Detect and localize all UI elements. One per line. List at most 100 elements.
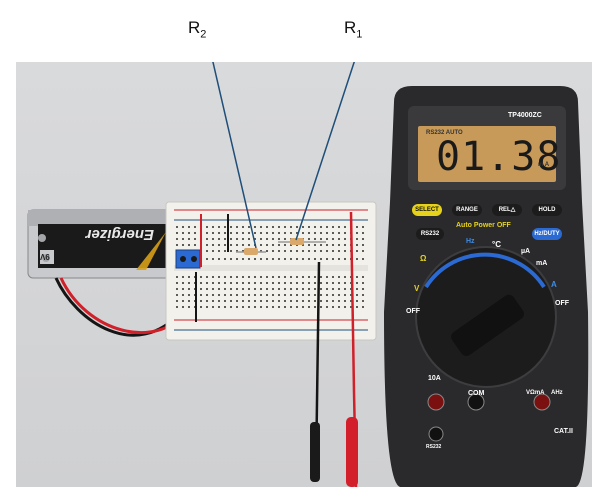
auto-power-off-label: Auto Power OFF (456, 222, 511, 229)
breadboard-hole (320, 250, 322, 252)
jack-vohm-label: VΩmA (526, 390, 545, 396)
breadboard-hole (188, 232, 190, 234)
breadboard-hole (284, 244, 286, 246)
breadboard-hole (242, 250, 244, 252)
breadboard-hole (218, 306, 220, 308)
breadboard-hole (182, 244, 184, 246)
breadboard-hole (254, 238, 256, 240)
breadboard-hole (224, 232, 226, 234)
breadboard-hole (320, 238, 322, 240)
breadboard-hole (176, 238, 178, 240)
breadboard-hole (182, 294, 184, 296)
breadboard-hole (326, 288, 328, 290)
range-button[interactable]: RANGE (452, 204, 482, 216)
breadboard-hole (332, 238, 334, 240)
breadboard-hole (182, 300, 184, 302)
dial-a-label: A (551, 280, 557, 289)
breadboard-hole (248, 300, 250, 302)
breadboard-hole (242, 276, 244, 278)
breadboard-hole (182, 288, 184, 290)
model-label: TP4000ZC (508, 112, 542, 119)
breadboard-hole (218, 282, 220, 284)
breadboard-hole (236, 282, 238, 284)
breadboard-hole (260, 226, 262, 228)
breadboard-hole (230, 276, 232, 278)
breadboard-hole (356, 238, 358, 240)
breadboard-hole (266, 300, 268, 302)
breadboard-hole (284, 238, 286, 240)
breadboard-hole (242, 258, 244, 260)
breadboard-hole (332, 258, 334, 260)
breadboard-hole (236, 244, 238, 246)
breadboard-hole (320, 276, 322, 278)
breadboard-hole (242, 306, 244, 308)
hz-duty-button[interactable]: Hz/DUTY (532, 228, 562, 240)
breadboard-hole (278, 282, 280, 284)
breadboard-hole (206, 294, 208, 296)
breadboard-hole (338, 232, 340, 234)
breadboard-hole (296, 306, 298, 308)
breadboard-hole (302, 276, 304, 278)
breadboard-hole (200, 276, 202, 278)
breadboard-hole (242, 288, 244, 290)
breadboard-hole (218, 300, 220, 302)
breadboard-hole (272, 238, 274, 240)
breadboard-hole (320, 306, 322, 308)
breadboard-hole (320, 258, 322, 260)
breadboard-hole (284, 258, 286, 260)
breadboard-hole (326, 226, 328, 228)
breadboard-hole (314, 238, 316, 240)
breadboard-hole (284, 294, 286, 296)
breadboard-hole (212, 232, 214, 234)
breadboard-hole (212, 306, 214, 308)
breadboard-hole (236, 306, 238, 308)
breadboard-hole (302, 226, 304, 228)
rs232-button[interactable]: RS232 (416, 228, 444, 240)
breadboard-hole (254, 306, 256, 308)
breadboard-hole (212, 258, 214, 260)
hold-button[interactable]: HOLD (532, 204, 562, 216)
breadboard-hole (344, 258, 346, 260)
breadboard-hole (296, 294, 298, 296)
breadboard-hole (200, 300, 202, 302)
breadboard-hole (194, 232, 196, 234)
breadboard-hole (188, 288, 190, 290)
breadboard-hole (236, 232, 238, 234)
breadboard-hole (206, 276, 208, 278)
jack-com-label: COM (468, 390, 485, 397)
breadboard-hole (230, 258, 232, 260)
breadboard-hole (320, 288, 322, 290)
breadboard-hole (230, 238, 232, 240)
breadboard-hole (224, 258, 226, 260)
breadboard-hole (302, 244, 304, 246)
dial-degc-label: °C (492, 240, 501, 249)
breadboard-hole (356, 250, 358, 252)
breadboard-hole (356, 294, 358, 296)
breadboard-hole (308, 244, 310, 246)
breadboard-hole (194, 244, 196, 246)
breadboard-hole (338, 282, 340, 284)
breadboard-hole (272, 250, 274, 252)
breadboard-hole (266, 306, 268, 308)
breadboard-hole (344, 276, 346, 278)
breadboard-hole (344, 232, 346, 234)
dial-off-right-label: OFF (555, 300, 569, 307)
breadboard-hole (344, 288, 346, 290)
breadboard-holes (176, 226, 364, 308)
r2-leader-line (212, 62, 257, 249)
breadboard-hole (206, 258, 208, 260)
breadboard-hole (326, 300, 328, 302)
breadboard-hole (302, 294, 304, 296)
rel-button[interactable]: REL△ (492, 204, 522, 216)
multimeter (384, 86, 589, 487)
breadboard-hole (320, 300, 322, 302)
breadboard-hole (344, 250, 346, 252)
breadboard-hole (302, 250, 304, 252)
breadboard-hole (290, 294, 292, 296)
breadboard-hole (272, 306, 274, 308)
select-button[interactable]: SELECT (412, 204, 442, 216)
breadboard-hole (236, 258, 238, 260)
breadboard-hole (284, 300, 286, 302)
breadboard-hole (224, 306, 226, 308)
resistor-r2 (236, 248, 266, 255)
